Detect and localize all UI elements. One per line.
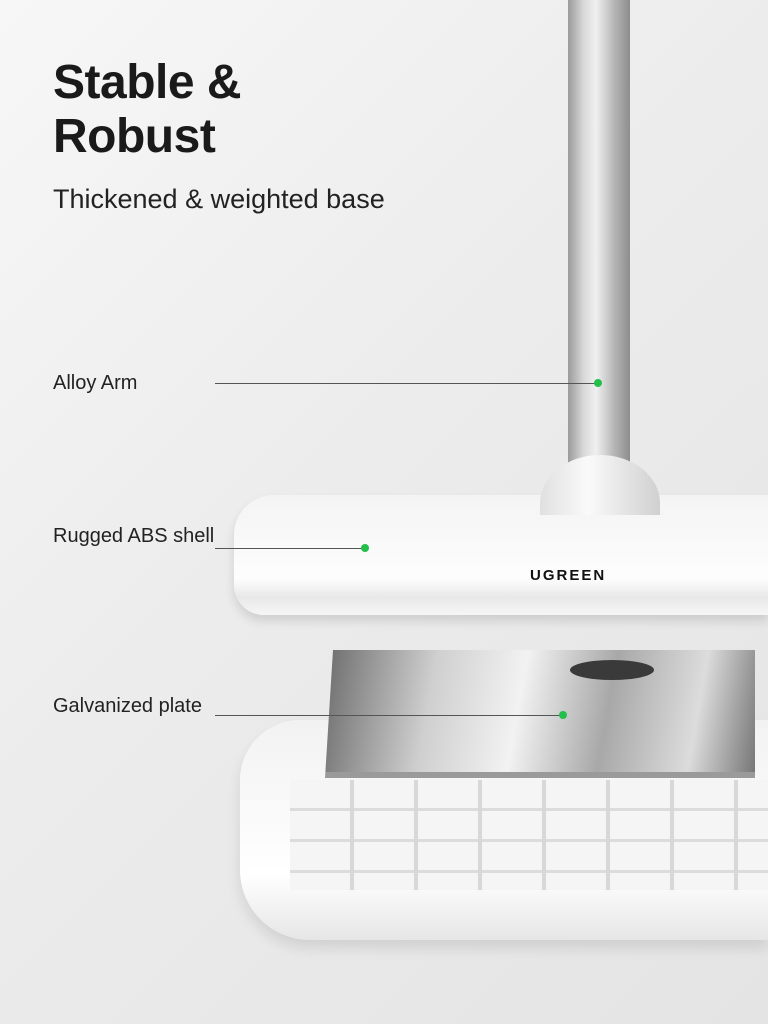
callout-line [215,548,365,549]
callout-dot [559,711,567,719]
callout-line [215,383,598,384]
headline: Stable & Robust [53,56,242,164]
alloy-arm-image [568,0,630,470]
plate-hole [570,660,654,680]
callout-dot [361,544,369,552]
brand-logo: UGREEN [530,567,607,584]
callout-alloy-arm: Alloy Arm [53,372,138,394]
arm-neck [540,455,660,515]
headline-line-1: Stable & [53,56,242,109]
callout-abs-shell: Rugged ABS shell [53,525,215,547]
callout-dot [594,379,602,387]
tray-ribs [290,780,768,890]
galvanized-plate-image [325,650,755,778]
abs-shell-image [234,495,768,615]
callout-galvanized-plate: Galvanized plate [53,695,202,717]
callout-line [215,715,563,716]
subtitle: Thickened & weighted base [53,184,385,214]
headline-line-2: Robust [53,110,216,163]
